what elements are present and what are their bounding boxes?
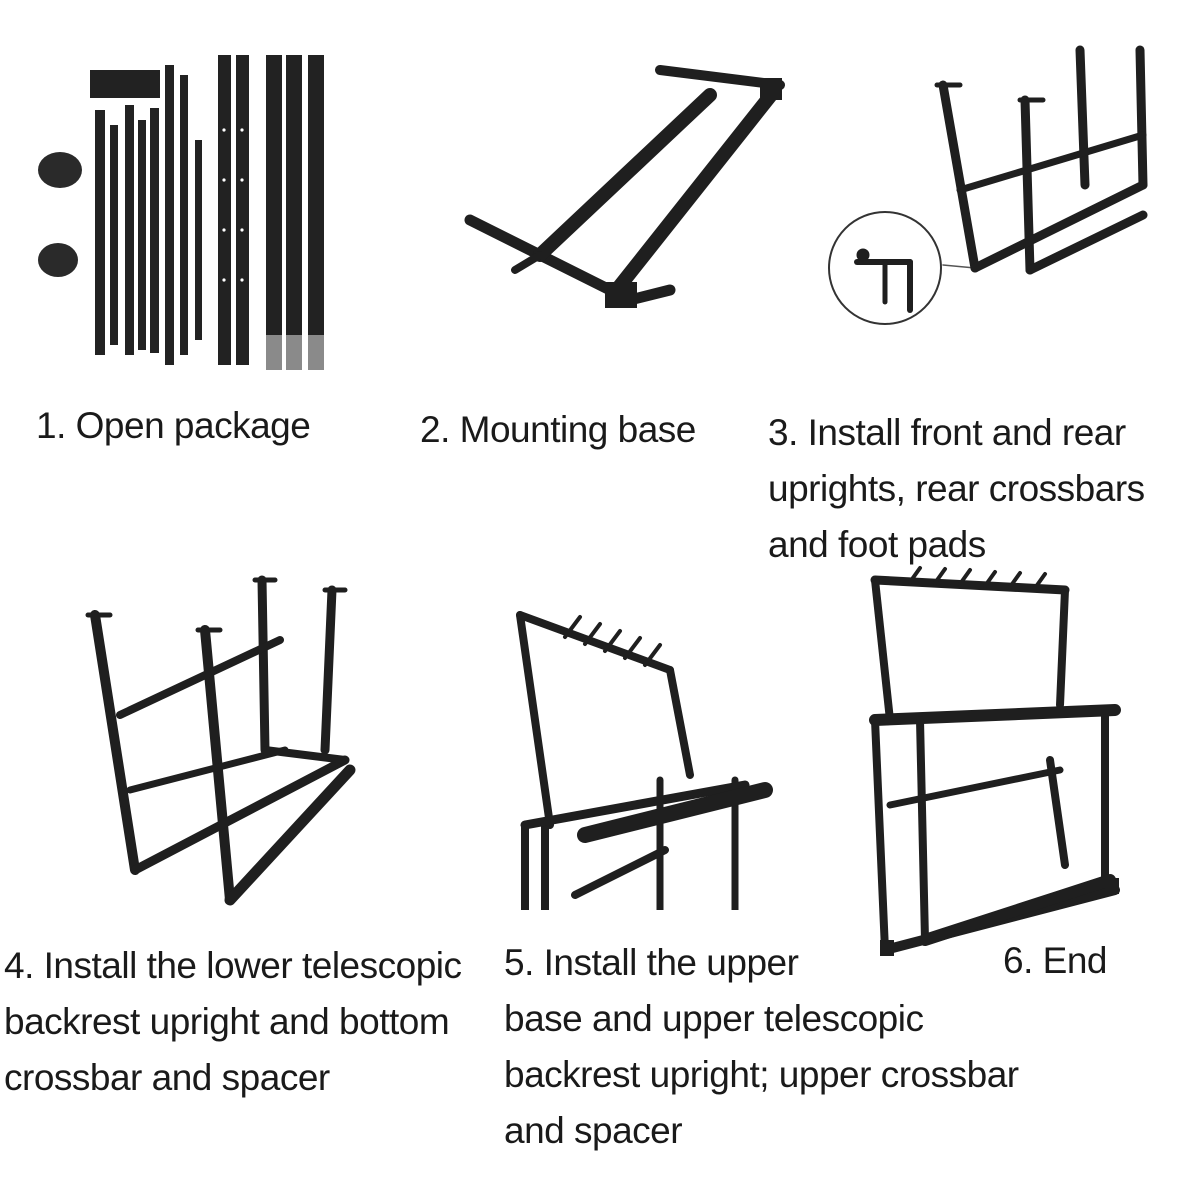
step-2-caption: 2. Mounting base: [420, 409, 696, 450]
parts-kit-illustration: [20, 50, 350, 380]
upper-base-illustration: [505, 595, 795, 910]
base-frame-illustration: [455, 60, 795, 330]
step-4-caption: 4. Install the lower telescopic backrest…: [4, 945, 462, 1098]
step-1-caption: 1. Open package: [36, 405, 311, 446]
uprights-illustration: [825, 40, 1180, 340]
lower-backrest-illustration: [70, 570, 380, 930]
step-5-caption: 5. Install the upper base and upper tele…: [504, 942, 1019, 1151]
finished-rack-illustration: [850, 560, 1130, 980]
step-6-caption: 6. End: [1003, 940, 1107, 981]
step-3-caption: 3. Install front and rear uprights, rear…: [768, 412, 1145, 565]
